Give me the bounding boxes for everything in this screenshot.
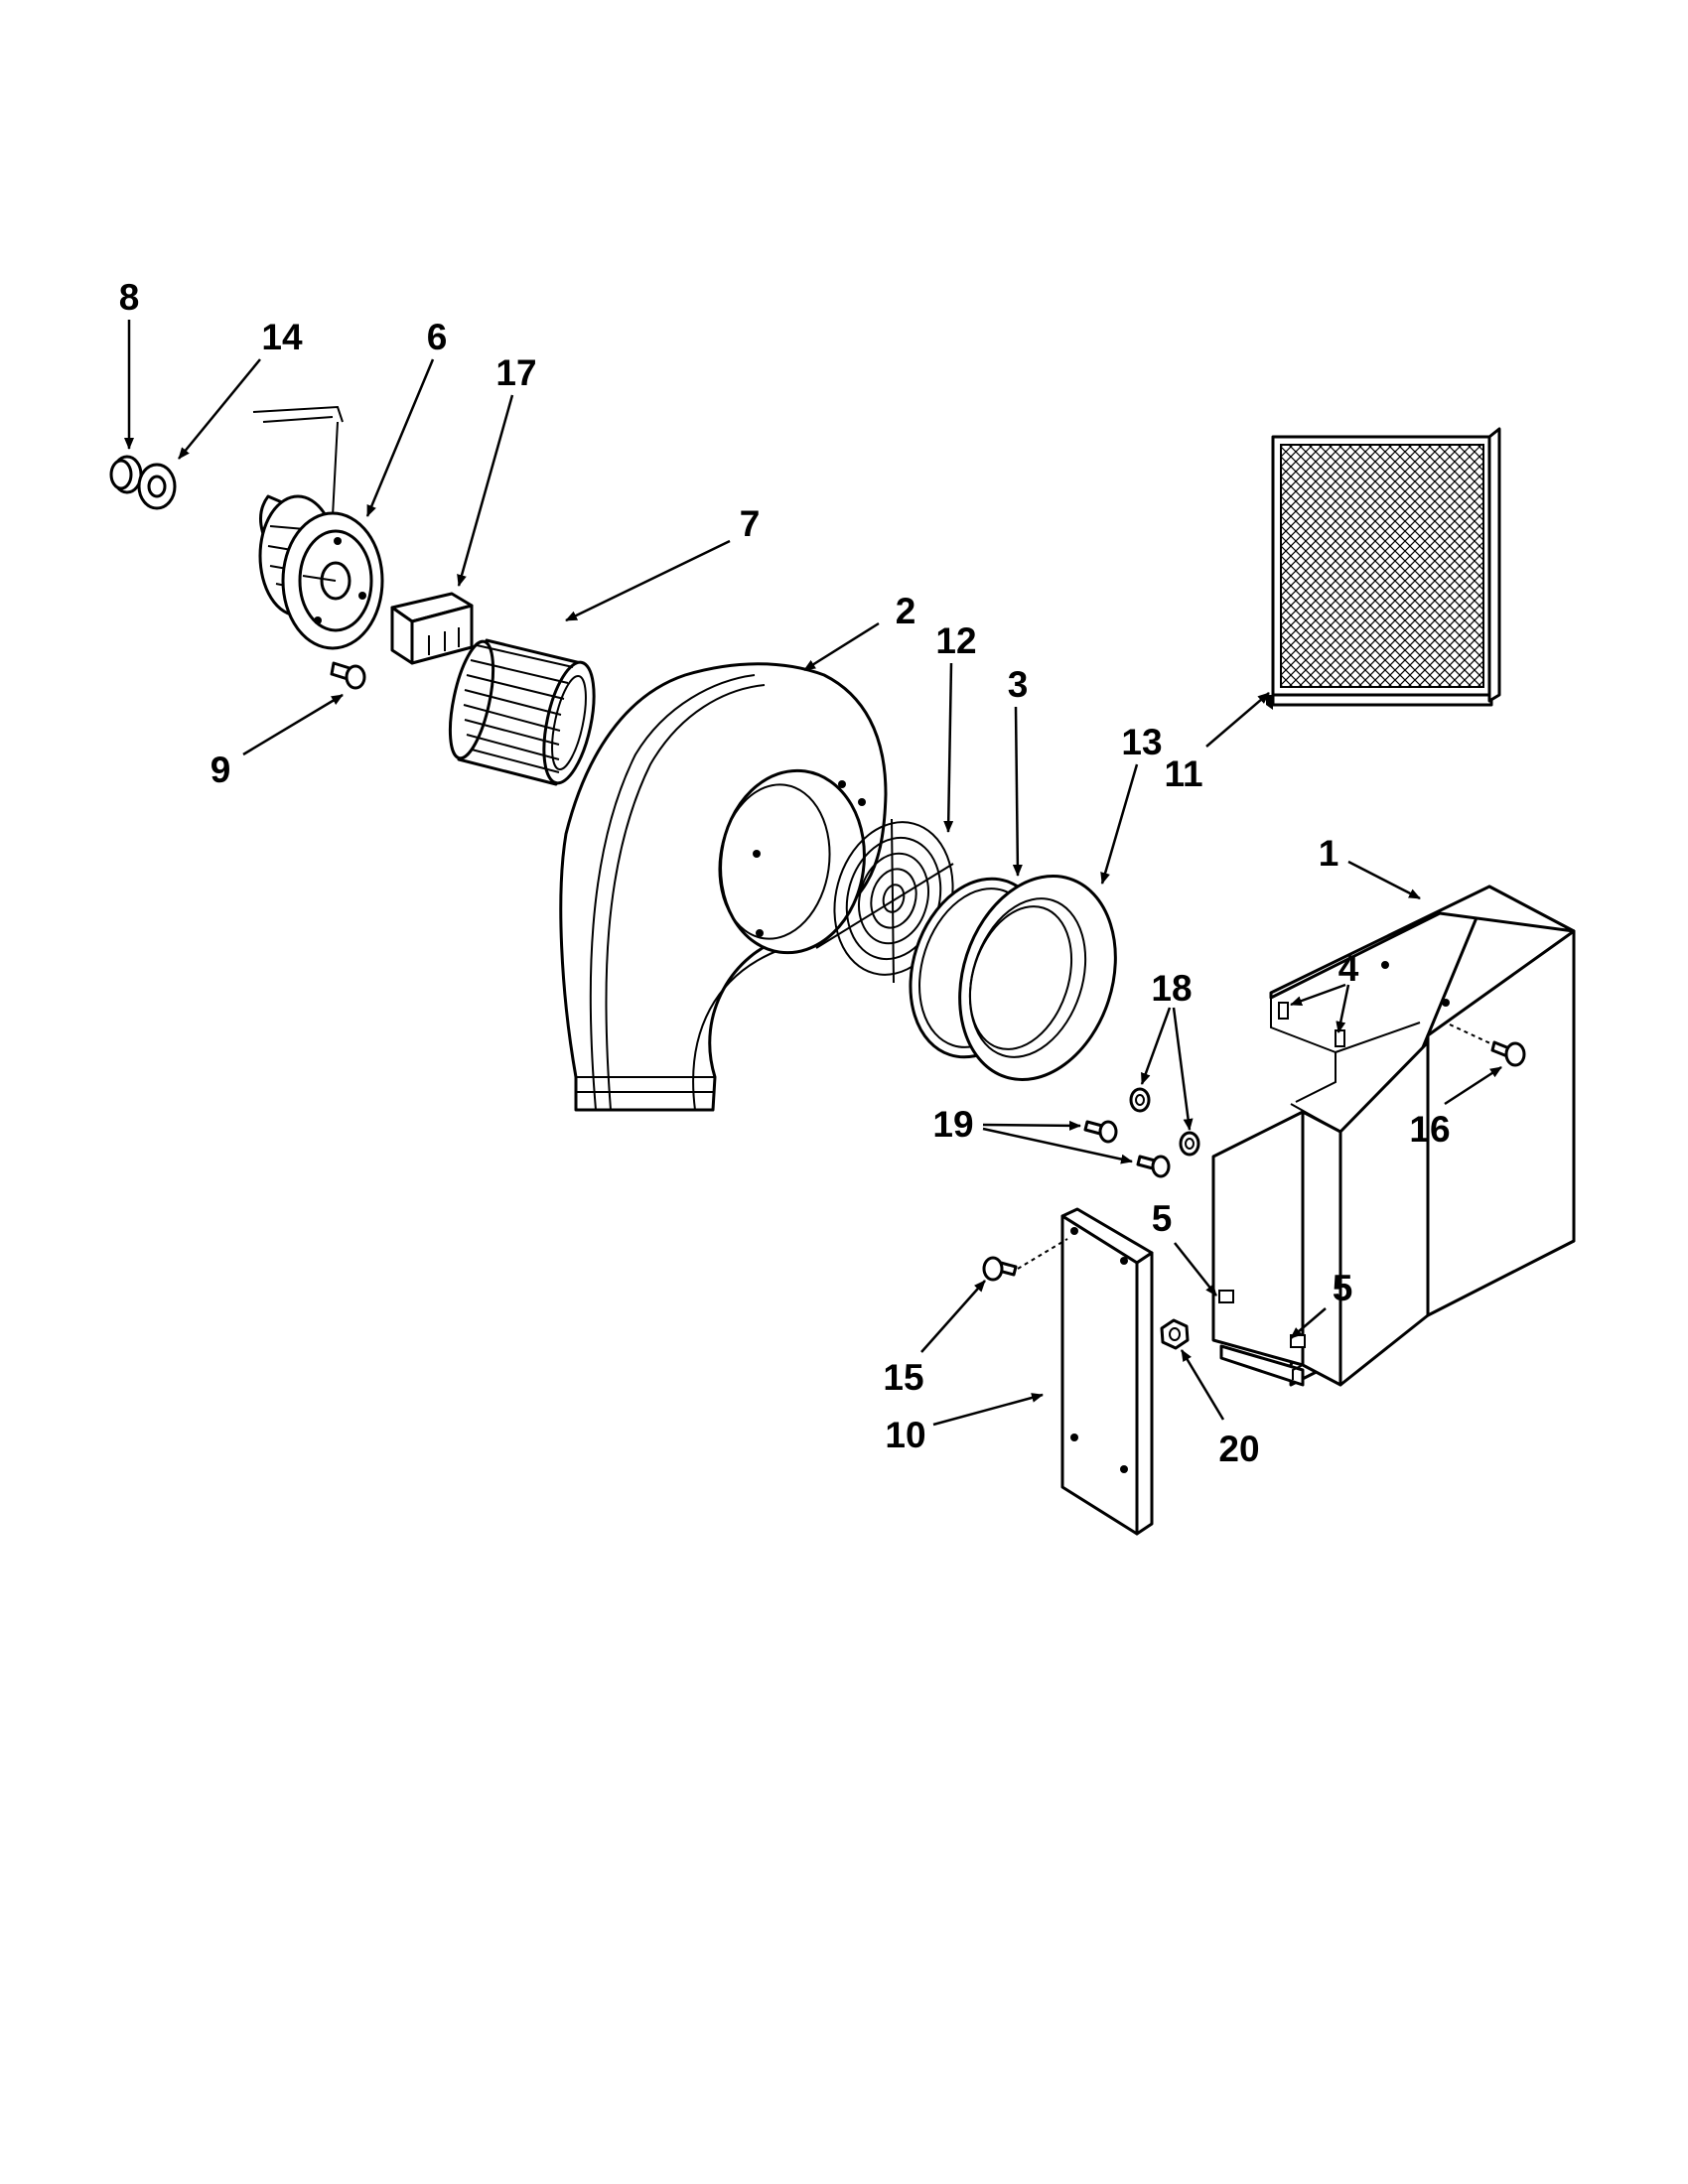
callout-17: 17 [495,352,536,393]
leader-5b [1290,1307,1327,1339]
callout-12: 12 [935,620,976,661]
callout-11: 11 [1164,753,1202,794]
callout-7: 7 [740,503,761,544]
callout-20: 20 [1218,1429,1259,1469]
part-18-washers [1129,1087,1200,1157]
callout-15: 15 [883,1357,923,1398]
leader-17 [457,394,514,587]
part-9-screw [330,661,366,690]
callout-1: 1 [1319,833,1339,874]
part-16-screw [1449,1024,1526,1067]
part-11-grille-filter [1266,427,1501,710]
part-7-blower-wheel [448,638,596,786]
leader-15 [920,1280,986,1353]
callout-19: 19 [932,1104,973,1145]
callout-5-right: 5 [1333,1268,1353,1308]
part-19-screws [1083,1120,1171,1178]
callout-5-left: 5 [1152,1198,1173,1239]
callout-9: 9 [211,750,231,790]
leader-19b [982,1127,1133,1164]
callout-8: 8 [119,277,140,318]
callout-13: 13 [1121,722,1162,762]
leader-18a [1140,1007,1172,1085]
callout-10: 10 [885,1415,925,1455]
callout-18: 18 [1151,968,1192,1009]
leader-9 [242,693,344,756]
leader-16 [1444,1065,1502,1106]
part-17-capacitor [390,592,474,665]
part-8-plug [109,455,143,494]
callout-labels: 8 14 6 17 7 9 2 12 3 13 11 1 4 18 16 19 … [119,277,1451,1469]
part-20-nut [1160,1318,1190,1350]
part-15-screw [982,1238,1068,1282]
leader-6 [365,358,435,517]
leader-3 [1012,706,1023,877]
part-1-main-housing [1211,885,1576,1387]
callout-3: 3 [1008,664,1029,705]
callout-4: 4 [1338,948,1359,989]
part-13-collar [958,874,1117,1082]
leader-13 [1100,763,1139,885]
leader-lines [124,320,1502,1427]
part-6-motor [252,405,384,650]
leader-5a [1174,1242,1217,1297]
leader-20 [1180,1349,1225,1421]
part-14-washer [137,463,177,510]
leader-4b [1336,984,1350,1033]
leader-14 [178,358,261,460]
leader-1 [1347,860,1421,900]
callout-2: 2 [896,591,916,631]
part-10-panel [1060,1207,1154,1536]
leader-19a [982,1120,1081,1131]
callout-6: 6 [427,317,448,357]
leader-4a [1290,983,1346,1007]
leader-7 [565,539,731,622]
leader-12 [943,662,954,833]
callout-14: 14 [261,317,303,357]
leader-2 [803,621,880,672]
leader-10 [932,1393,1044,1427]
leader-11 [1205,692,1270,748]
callout-16: 16 [1409,1109,1450,1150]
leader-18b [1172,1007,1194,1131]
part-2-blower-housing [559,662,888,1112]
